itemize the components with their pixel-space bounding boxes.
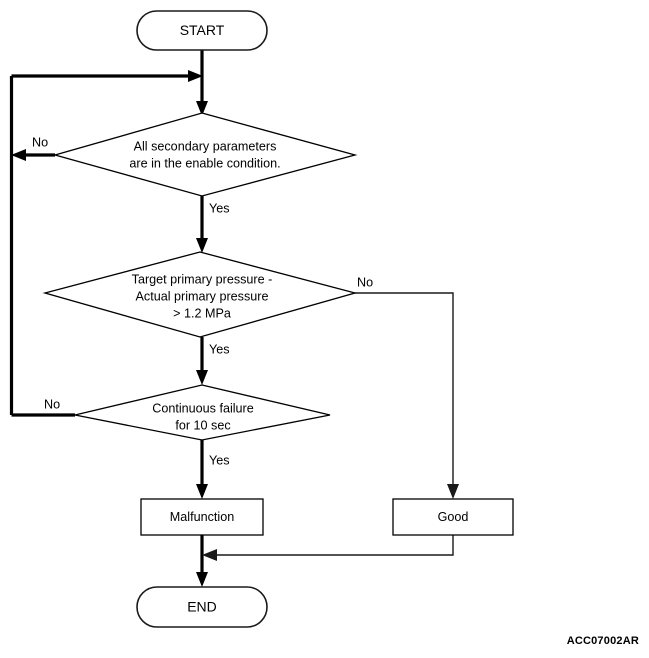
connector-good-merge	[202, 535, 454, 561]
decision2-no-label: No	[357, 275, 373, 289]
connector-malfunction-to-end	[196, 535, 208, 587]
node-good[interactable]: Good	[392, 498, 514, 536]
decision3-line-2: for 10 sec	[175, 418, 230, 432]
node-malfunction-label: Malfunction	[170, 510, 234, 524]
connector-start-to-decision1	[196, 50, 208, 116]
decision1-line-1: All secondary parameters	[134, 139, 277, 153]
node-end[interactable]: END	[136, 586, 268, 628]
decision1-no-label: No	[32, 135, 48, 149]
decision2-line-2: Actual primary pressure	[136, 289, 269, 303]
connector-decision2-to-decision3	[196, 337, 208, 385]
connector-decision3-to-malfunction	[196, 440, 208, 499]
figure-reference-code: ACC07002AR	[566, 635, 639, 647]
decision2-line-3: > 1.2 MPa	[173, 306, 231, 320]
connector-decision1-to-decision2	[196, 196, 208, 253]
connector-decision1-no	[11, 149, 55, 161]
node-end-label: END	[187, 599, 217, 615]
decision3-yes-label: Yes	[209, 453, 230, 467]
decision3-line-1: Continuous failure	[152, 401, 254, 415]
node-decision-secondary-parameters[interactable]: All secondary parameters are in the enab…	[52, 112, 358, 197]
decision1-line-2: are in the enable condition.	[129, 156, 280, 170]
decision3-no-label: No	[44, 397, 60, 411]
node-decision-continuous-failure[interactable]: Continuous failure for 10 sec	[74, 384, 331, 441]
connector-decision2-no	[355, 292, 459, 499]
decision2-line-1: Target primary pressure -	[132, 272, 273, 286]
decision2-yes-label: Yes	[209, 342, 230, 356]
node-malfunction[interactable]: Malfunction	[140, 498, 264, 536]
node-good-label: Good	[438, 510, 469, 524]
node-decision-primary-pressure[interactable]: Target primary pressure - Actual primary…	[42, 251, 358, 338]
node-start-label: START	[180, 22, 225, 38]
connector-loopback-top-arrow	[11, 70, 203, 82]
node-start[interactable]: START	[136, 10, 268, 51]
decision1-yes-label: Yes	[209, 201, 230, 215]
